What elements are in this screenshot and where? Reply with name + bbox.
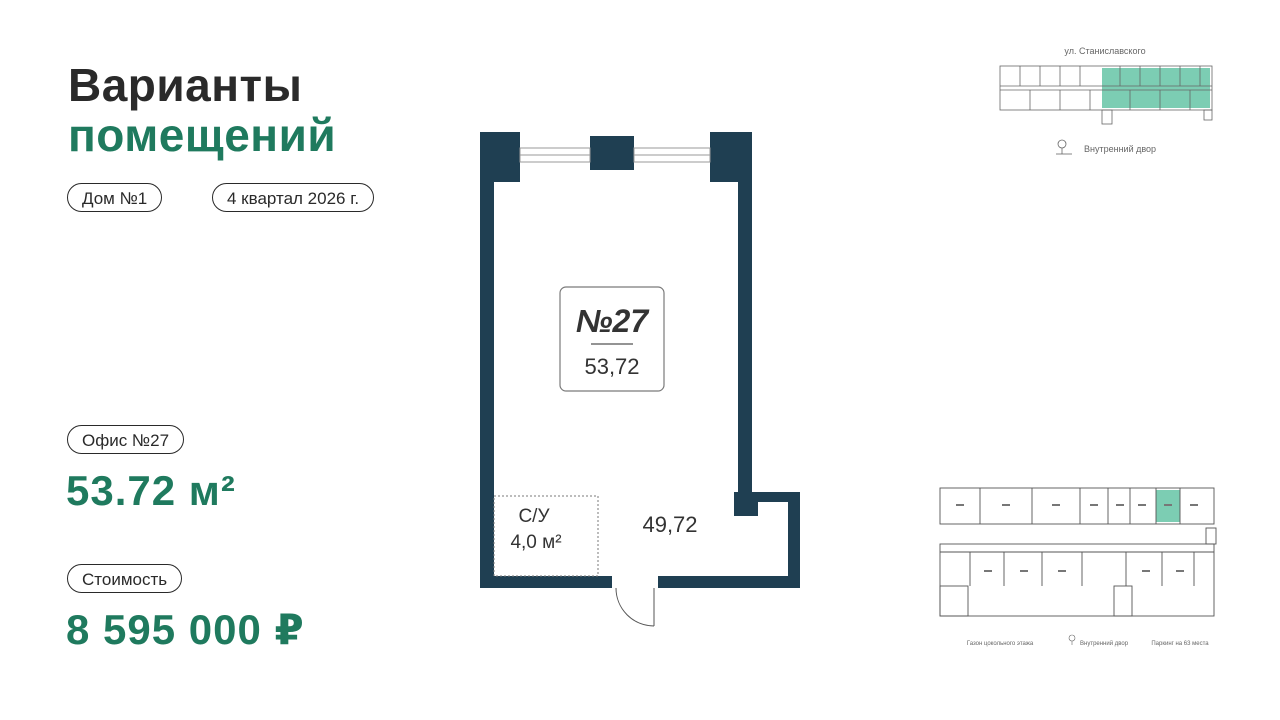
page-title-line2: помещений: [68, 109, 337, 161]
selected-zone-highlight: [1102, 68, 1210, 108]
office-area-value: 53.72 м²: [66, 467, 236, 514]
mini-top-building-outline: [999, 65, 1213, 125]
parking-caption: Паркинг на 63 места: [1151, 641, 1209, 647]
floor-plan: №27 53,72 С/У 4,0 м² 49,72: [480, 132, 800, 627]
door-icon: [615, 587, 655, 627]
bathroom-label: С/У: [518, 506, 550, 527]
house-tag: Дом №1: [67, 183, 163, 212]
yard-label-top: Внутренний двор: [1084, 144, 1156, 154]
price-value: 8 595 000 ₽: [66, 606, 305, 653]
floor-overview-map: Газон цокольного этажа Внутренний двор П…: [939, 487, 1217, 647]
plan-windows: [519, 147, 711, 163]
price-label-tag: Стоимость: [67, 564, 183, 593]
floor-overview-outline: [939, 487, 1217, 617]
office-label-tag: Офис №27: [67, 425, 185, 454]
yard-caption-bottom: Внутренний двор: [1080, 640, 1129, 647]
bathroom-outline: [493, 495, 599, 577]
completion-tag: 4 квартал 2026 г.: [212, 183, 375, 212]
lawn-caption: Газон цокольного этажа: [967, 641, 1034, 647]
room-number: №27: [576, 303, 650, 339]
room-total-area: 53,72: [584, 354, 639, 379]
floor-overview-unit-markers: [956, 504, 1198, 572]
main-room-area: 49,72: [642, 512, 697, 537]
bathroom-area: 4,0 м²: [510, 532, 561, 553]
plan-walls: [480, 132, 800, 588]
page-title-line1: Варианты: [68, 59, 303, 111]
tree-icon: [1056, 139, 1072, 155]
tree-icon: [1068, 634, 1076, 645]
building-location-map: ул. Станиславского Внутренний двор: [999, 46, 1213, 155]
room-label-box: [559, 286, 665, 392]
street-label: ул. Станиславского: [1064, 46, 1145, 56]
